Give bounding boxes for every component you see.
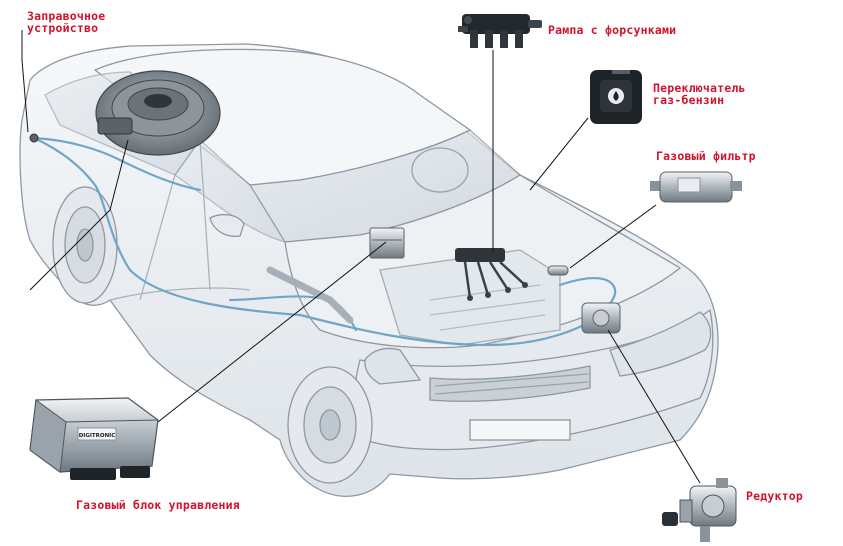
filter-on-engine <box>547 265 569 276</box>
label-reducer: Редуктор <box>746 489 803 503</box>
label-filler-line1: Заправочное <box>27 9 106 23</box>
gas-filter-icon <box>650 171 742 203</box>
reducer-close-up-icon <box>662 478 737 542</box>
label-filler-line2: устройство <box>27 21 99 35</box>
front-side-window <box>174 139 287 244</box>
grille <box>429 365 591 402</box>
injector-rail-icon <box>458 14 542 48</box>
ecu-brand-label: DIGITRONIC <box>79 433 116 439</box>
ecu-close-up-icon: DIGITRONIC <box>29 397 159 480</box>
license-plate <box>469 419 571 441</box>
side-mirror <box>209 213 245 238</box>
exhaust-pipe <box>266 266 354 324</box>
left-headlight <box>364 347 422 385</box>
reducer-on-engine <box>581 302 621 334</box>
gas-tank <box>95 70 221 156</box>
label-switch-line1: Переключатель <box>653 81 746 95</box>
leader-lines <box>21 30 701 484</box>
car-illustration <box>19 43 719 497</box>
label-filler: Заправочное устройство <box>27 10 105 34</box>
fuel-switch-icon <box>590 70 642 124</box>
right-headlight <box>609 311 712 377</box>
label-injector-rail: Рампа с форсунками <box>548 23 677 37</box>
label-ecu: Газовый блок управления <box>76 498 240 512</box>
label-switch: Переключатель газ-бензин <box>653 82 746 106</box>
filler-fitting <box>29 133 39 143</box>
label-gas-filter: Газовый фильтр <box>656 149 756 163</box>
label-switch-line2: газ-бензин <box>653 93 725 107</box>
ecu-on-car <box>369 227 405 259</box>
